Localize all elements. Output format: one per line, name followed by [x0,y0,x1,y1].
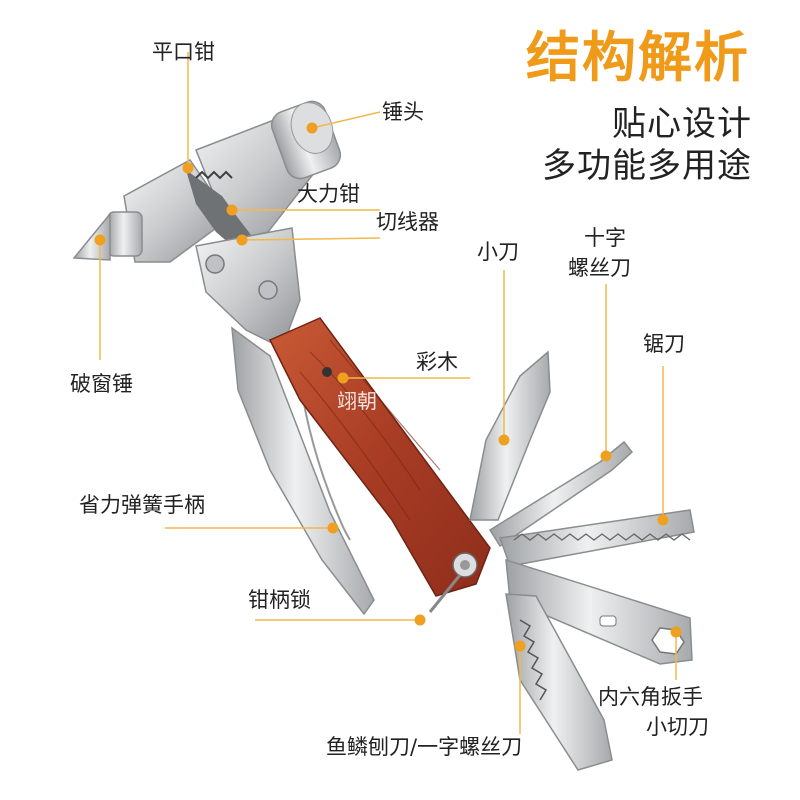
wood-handle-shape [268,317,491,613]
spring-handle-shape [231,326,375,616]
label-hammer-head: 锤头 [382,100,424,124]
label-hex-wrench: 内六角扳手 [598,685,703,709]
pliers-body-shape [195,227,301,350]
label-flat-pliers: 平口钳 [152,40,215,64]
page-title: 结构解析 [526,26,750,89]
cross-screwdriver-shape [488,440,634,548]
label-window-breaker: 破窗锤 [70,372,133,396]
leader-lines [99,52,677,734]
subtitle-design: 贴心设计 [612,104,752,144]
marker-dots [94,122,682,652]
label-spring-handle: 省力弹簧手柄 [79,493,205,517]
label-saw-blade: 锯刀 [643,332,685,356]
label-small-knife: 小刀 [477,240,519,264]
label-handle-lock: 钳柄锁 [248,588,311,612]
label-big-pliers: 大力钳 [297,182,360,206]
small-knife-shape [469,350,551,521]
saw-blade-shape [498,509,695,567]
subtitle-multi: 多功能多用途 [542,146,752,186]
pliers-jaws-shape [186,170,258,256]
watermark: 翊朝 [337,389,377,413]
label-wood: 彩木 [416,350,458,374]
label-small-cutter: 小切刀 [646,715,709,739]
label-scale-scraper: 鱼鳞刨刀/一字螺丝刀 [326,735,523,759]
label-cross-screwdriver-1: 十字 [584,226,626,250]
label-wire-cutter: 切线器 [376,210,439,234]
label-cross-screwdriver-2: 螺丝刀 [568,256,631,280]
